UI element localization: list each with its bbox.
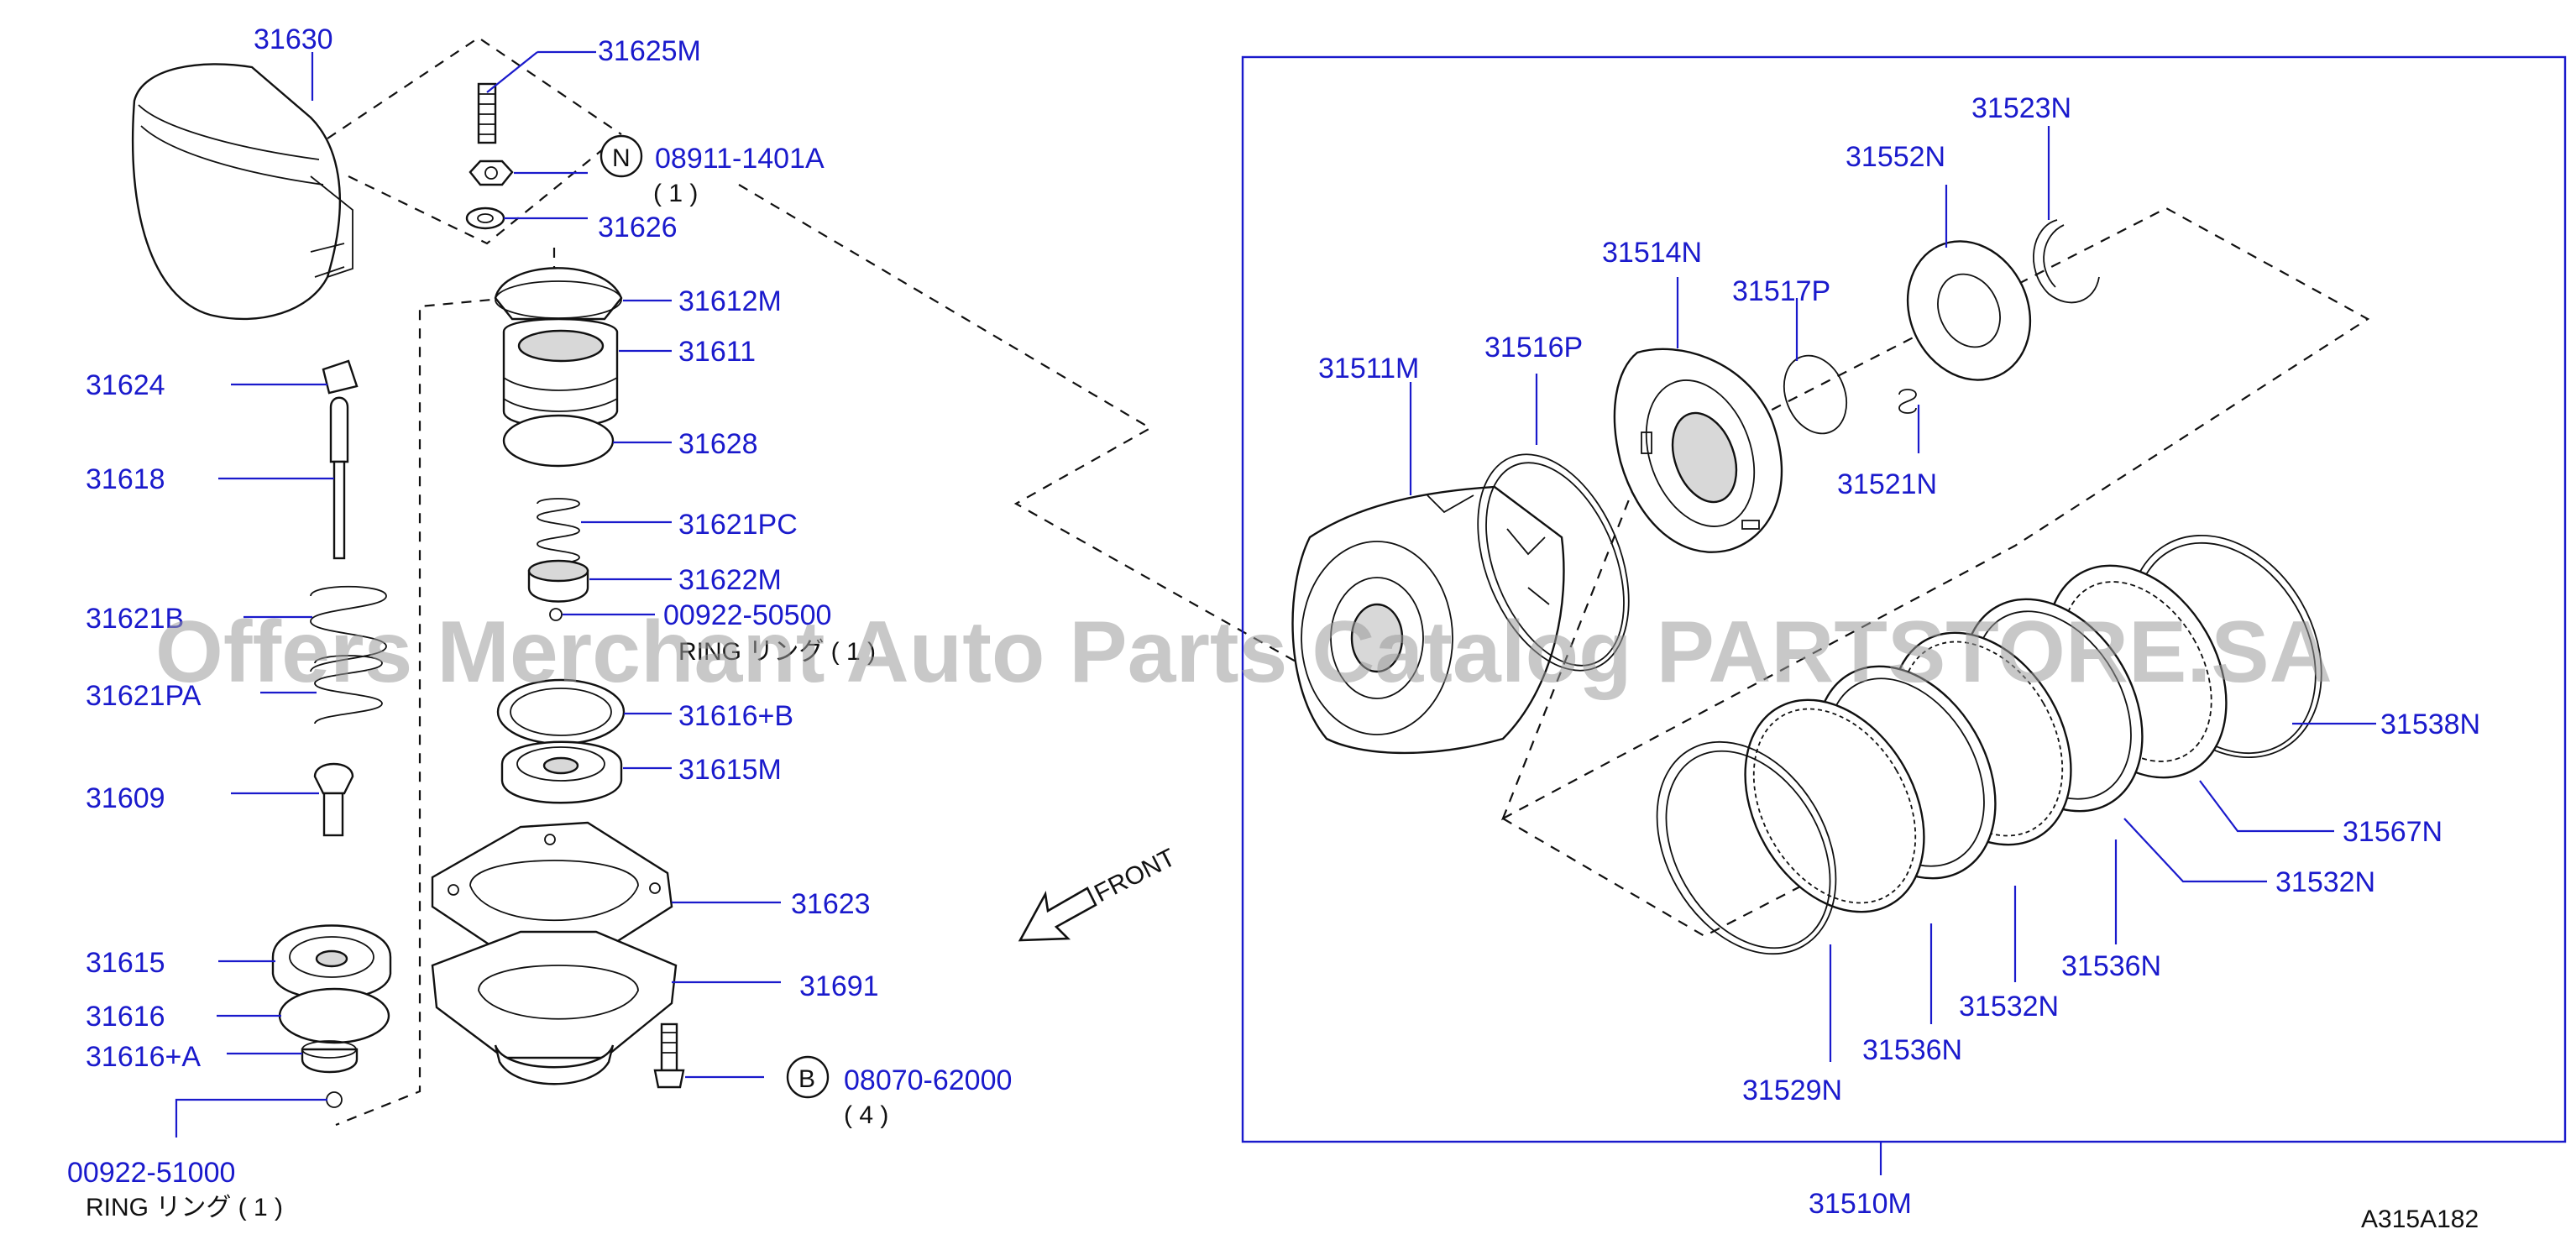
- desc-00922-51000: RING リング ( 1 ): [86, 1194, 283, 1221]
- nut-08911-1401A[interactable]: [469, 160, 514, 186]
- label-31538N[interactable]: 31538N: [2380, 709, 2480, 740]
- label-31521N[interactable]: 31521N: [1837, 468, 1937, 500]
- cover-31691[interactable]: [431, 930, 678, 1085]
- spring-31621PA[interactable]: [314, 655, 383, 724]
- anchor-31624[interactable]: [322, 359, 359, 395]
- label-31516P[interactable]: 31516P: [1484, 332, 1583, 363]
- front-arrow-icon: [1018, 887, 1097, 942]
- piston-31615[interactable]: [271, 924, 392, 1001]
- label-00922-50500[interactable]: 00922-50500: [663, 599, 831, 631]
- snap-ring-00922-51000[interactable]: [326, 1091, 343, 1108]
- label-31621PA[interactable]: 31621PA: [86, 680, 202, 712]
- seal-31616[interactable]: [278, 987, 390, 1044]
- label-31623[interactable]: 31623: [791, 888, 871, 920]
- label-31529N[interactable]: 31529N: [1742, 1075, 1842, 1106]
- seal-31628[interactable]: [502, 414, 615, 468]
- qty-08911-1401A: ( 1 ): [653, 180, 698, 207]
- spring-retainer-31552N[interactable]: [1886, 221, 2053, 400]
- spring-31521N[interactable]: [1898, 389, 1917, 414]
- label-31616[interactable]: 31616: [86, 1001, 165, 1033]
- label-31612M[interactable]: 31612M: [678, 285, 782, 317]
- label-31552N[interactable]: 31552N: [1846, 141, 1945, 173]
- label-31628[interactable]: 31628: [678, 428, 758, 460]
- badge-b-letter: B: [798, 1065, 815, 1093]
- label-31621B[interactable]: 31621B: [86, 603, 184, 635]
- leader-00922-51000: [175, 1098, 327, 1138]
- snap-ring-31523N[interactable]: [2032, 219, 2100, 304]
- snap-ring-31516P[interactable]: [1448, 432, 1657, 693]
- desc-00922-50500: RING リング ( 1 ): [678, 638, 876, 666]
- label-31532N-b[interactable]: 31532N: [1959, 991, 2059, 1022]
- label-31626[interactable]: 31626: [598, 212, 678, 243]
- label-31609[interactable]: 31609: [86, 782, 165, 814]
- piston-31611[interactable]: [502, 317, 619, 428]
- leader-31567N: [2199, 780, 2334, 833]
- label-31618[interactable]: 31618: [86, 463, 165, 495]
- label-31616A[interactable]: 31616+A: [86, 1041, 201, 1073]
- label-31567N[interactable]: 31567N: [2343, 816, 2442, 848]
- connector-band-side: [348, 133, 622, 245]
- connector-band-top: [327, 36, 622, 139]
- watermark: Offers Merchant Auto Parts Catalog PARTS…: [155, 604, 2333, 701]
- label-00922-51000[interactable]: 00922-51000: [67, 1157, 235, 1189]
- seal-31616B[interactable]: [496, 678, 626, 745]
- badge-n: [599, 134, 643, 178]
- label-31536N-a[interactable]: 31536N: [2061, 950, 2161, 982]
- label-31536N-b[interactable]: 31536N: [1862, 1034, 1962, 1066]
- spring-31621B[interactable]: [310, 585, 387, 672]
- label-31510M[interactable]: 31510M: [1809, 1188, 1912, 1220]
- label-31691[interactable]: 31691: [799, 970, 879, 1002]
- connector-clutch-bottom: [1502, 805, 1957, 938]
- bolt-08070-62000[interactable]: [653, 1022, 685, 1089]
- label-31517P[interactable]: 31517P: [1732, 275, 1830, 307]
- seal-31616A[interactable]: [301, 1040, 359, 1074]
- spring-31621PC[interactable]: [537, 498, 580, 572]
- label-31625M[interactable]: 31625M: [598, 35, 701, 67]
- brake-band-31630[interactable]: [131, 63, 353, 321]
- label-31624[interactable]: 31624: [86, 369, 165, 401]
- label-31523N[interactable]: 31523N: [1971, 92, 2071, 124]
- connector-to-clutch: [738, 184, 1344, 689]
- label-08070-62000[interactable]: 08070-62000: [844, 1064, 1012, 1096]
- label-31615[interactable]: 31615: [86, 947, 165, 979]
- drum-31511M[interactable]: [1291, 485, 1565, 755]
- stud-31625M[interactable]: [477, 82, 497, 144]
- piston-31615M[interactable]: [500, 740, 623, 804]
- clutch-assembly-frame: [1241, 55, 2567, 1143]
- qty-08070-62000: ( 4 ): [844, 1101, 888, 1129]
- washer-31626[interactable]: [465, 207, 505, 230]
- label-31532N-a[interactable]: 31532N: [2275, 866, 2375, 898]
- driven-plate-31536N-b[interactable]: [1709, 668, 1961, 944]
- retainer-31612M[interactable]: [494, 267, 623, 321]
- badge-b: [786, 1055, 830, 1099]
- label-31616B[interactable]: 31616+B: [678, 700, 793, 732]
- rod-31618[interactable]: [329, 396, 349, 560]
- label-31514N[interactable]: 31514N: [1602, 237, 1702, 269]
- badge-n-letter: N: [612, 144, 631, 172]
- label-31611[interactable]: 31611: [678, 336, 756, 368]
- dish-plate-31529N[interactable]: [1620, 710, 1872, 986]
- label-31630[interactable]: 31630: [254, 24, 333, 55]
- plug-31609[interactable]: [313, 762, 354, 837]
- retainer-31514N[interactable]: [1613, 348, 1783, 553]
- label-31511M[interactable]: 31511M: [1318, 353, 1419, 384]
- label-31615M[interactable]: 31615M: [678, 754, 782, 786]
- diagram-code: A315A182: [2361, 1206, 2479, 1233]
- seal-31517P[interactable]: [1773, 346, 1858, 442]
- label-08911-1401A[interactable]: 08911-1401A: [655, 143, 825, 175]
- label-31622M[interactable]: 31622M: [678, 564, 782, 596]
- front-label: FRONT: [1090, 844, 1180, 907]
- snap-ring-00922-50500[interactable]: [549, 608, 563, 621]
- label-31621PC[interactable]: 31621PC: [678, 509, 798, 541]
- leader-31532N-a: [2123, 818, 2267, 883]
- cup-31622M[interactable]: [527, 559, 589, 603]
- leader-31625M: [486, 51, 538, 93]
